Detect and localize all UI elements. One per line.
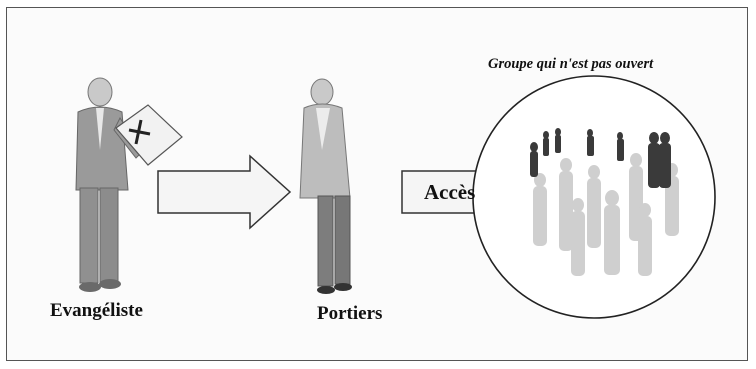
closed-group-label: Groupe qui n'est pas ouvert [488,56,654,72]
evangelist-figure [75,77,143,292]
evangelist-label: Evangéliste [50,300,143,321]
flow-arrow [157,154,292,230]
gatekeepers-label: Portiers [317,303,383,324]
access-label: Accès [424,180,476,204]
bible-icon [115,104,183,166]
crowd-silhouettes [530,128,679,276]
gatekeeper-figure [299,78,352,294]
